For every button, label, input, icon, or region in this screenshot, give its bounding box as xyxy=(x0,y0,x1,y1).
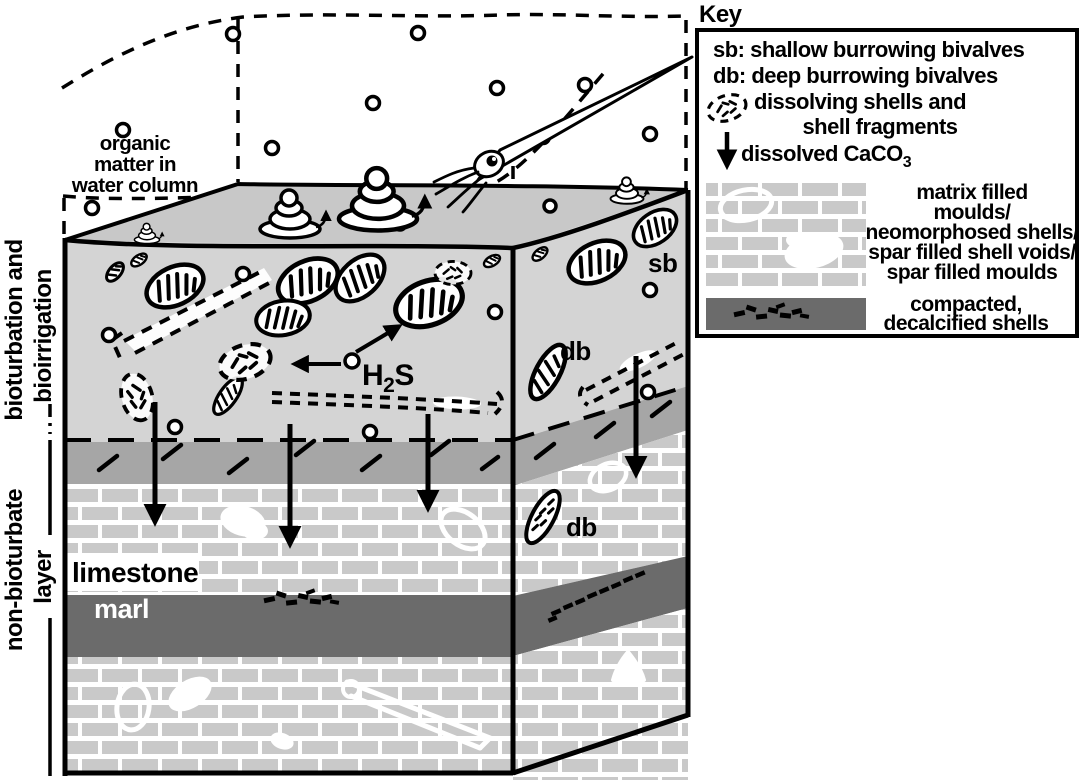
h2s-source-dot xyxy=(343,352,361,370)
key-matrix-line5: spar filled moulds xyxy=(887,261,1058,284)
marl-label: marl xyxy=(94,594,149,624)
spar-filled-mould xyxy=(611,650,646,687)
key-entry-dissolving-line2: shell fragments xyxy=(802,114,957,139)
non-bioturbate-label-line1: non-bioturbate xyxy=(1,489,28,651)
non-bioturbate-label-line2: layer xyxy=(30,550,57,604)
matrix-filled-mould xyxy=(587,460,629,494)
limestone-side-lower xyxy=(513,608,688,780)
pore-particles xyxy=(100,265,659,441)
limestone-label-band xyxy=(67,553,199,591)
h2s-label: H2S xyxy=(362,359,414,397)
h2s-annotation: H2S xyxy=(290,324,414,397)
spar-filled-mould-icon xyxy=(786,232,810,248)
key-compacted-line2: decalcified shells xyxy=(884,312,1049,335)
sb-label: sb xyxy=(648,248,677,278)
key-entry-sb: sb: shallow burrowing bivalves xyxy=(713,37,1025,62)
limestone-layer-lower xyxy=(65,657,513,773)
surface-right-edge xyxy=(512,187,689,251)
key-panel: Key sb: shallow burrowing bivalves db: d… xyxy=(695,1,1080,338)
h2s-arrow-up xyxy=(354,324,403,354)
bioturbation-zone-label-line1: bioturbation and xyxy=(1,239,28,420)
bioturbated-content: H2S sb db xyxy=(100,199,689,441)
squid-icon xyxy=(432,55,694,214)
water-surface-back-dashed-line xyxy=(61,12,687,90)
burrow-tube xyxy=(109,267,274,361)
right-face-layers xyxy=(513,190,688,780)
transition-hatch-marks xyxy=(96,399,673,476)
sediment-surface xyxy=(64,168,689,251)
key-matrix-line4: spar filled shell voids/ xyxy=(868,241,1076,264)
bioturbation-zone-label-line2: bioirrigation xyxy=(30,269,57,403)
dissolving-deep-bivalve-icon xyxy=(524,488,562,546)
key-entry-db: db: deep burrowing bivalves xyxy=(713,63,998,88)
key-entry-dissolving-line1: dissolving shells and xyxy=(754,89,966,114)
spar-filled-mould xyxy=(270,732,294,750)
dissolving-shell-icon xyxy=(433,260,473,286)
key-matrix-line1: matrix filled xyxy=(916,181,1027,204)
zone-labels: bioturbation and bioirrigation non-biotu… xyxy=(1,239,57,776)
block-borders xyxy=(62,190,691,776)
svg-text:organic: organic xyxy=(100,132,171,155)
matrix-filled-mould xyxy=(114,681,152,733)
key-matrix-line3: neomorphosed shells/ xyxy=(866,221,1080,244)
dissolved-caco3-arrows xyxy=(143,356,648,549)
burrow-tube xyxy=(271,390,504,416)
key-entry-dissolved-caco3: dissolved CaCO3 xyxy=(741,141,912,171)
key-matrix-line2: moulds/ xyxy=(933,201,1011,224)
limestone-brick-swatch xyxy=(706,178,866,290)
marl-layer xyxy=(65,595,513,657)
surface-front-edge xyxy=(64,237,514,251)
marl-layer-side xyxy=(513,556,688,656)
spar-filled-mould xyxy=(168,676,212,712)
limestone-label: limestone xyxy=(72,557,198,588)
db-upper-label: db xyxy=(560,336,591,366)
spar-filled-mould xyxy=(220,505,268,540)
surface-particle xyxy=(542,198,558,214)
key-compacted-line1: compacted, xyxy=(910,293,1022,316)
svg-text:water column: water column xyxy=(71,174,198,197)
matrix-filled-mould xyxy=(438,506,488,552)
db-lower-label: db xyxy=(566,512,597,542)
organic-matter-particles xyxy=(83,24,659,217)
matrix-filled-mould-icon xyxy=(717,186,775,224)
belemnite-mould xyxy=(341,679,493,751)
compacted-shells-side xyxy=(547,570,646,623)
key-title: Key xyxy=(699,1,743,28)
shell-moulds xyxy=(114,460,646,751)
organic-matter-label: organic matter in water column xyxy=(71,132,199,197)
svg-text:matter in: matter in xyxy=(94,153,176,176)
